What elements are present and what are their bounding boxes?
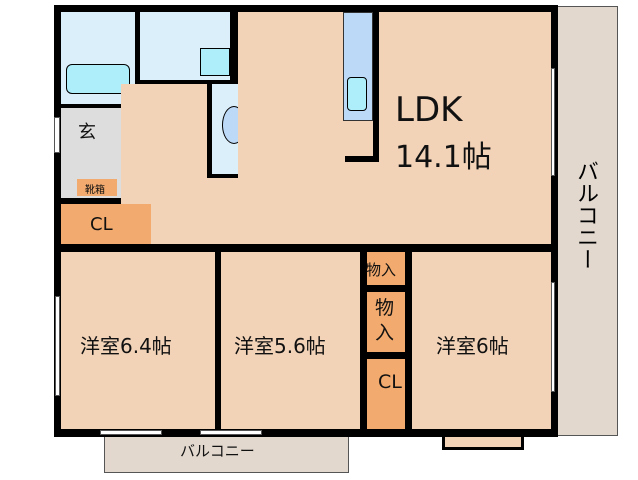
window-room6 xyxy=(551,282,555,392)
room-5-6-label: 洋室5.6帖 xyxy=(234,334,326,358)
balcony-right-label: バルコニー xyxy=(573,160,598,270)
storage-big-label: 物入 xyxy=(375,297,395,344)
storage-big xyxy=(367,292,405,352)
room-6 xyxy=(412,252,551,429)
window-room64-bottom xyxy=(100,430,162,435)
ldk-extension xyxy=(258,80,318,244)
bathtub xyxy=(66,64,130,94)
kitchen-wall-foot xyxy=(345,156,379,162)
ldk-label: LDK xyxy=(395,90,463,130)
room-6-4-label: 洋室6.4帖 xyxy=(80,334,172,358)
storage-small-label: 物入 xyxy=(366,261,397,279)
kitchen-wall xyxy=(373,12,379,162)
room-5-6 xyxy=(221,252,360,429)
washbasin xyxy=(200,48,230,76)
storage-small xyxy=(367,252,405,285)
room-6-4 xyxy=(61,252,215,429)
window-room56-bottom xyxy=(200,430,262,435)
closet-mid xyxy=(367,359,405,429)
balcony-bottom-label: バルコニー xyxy=(180,442,255,460)
balcony-bottom xyxy=(104,433,349,473)
closet-entry xyxy=(61,204,151,244)
entrance-label: 玄 xyxy=(78,122,96,143)
shoe-box-label: 靴箱 xyxy=(85,185,105,196)
closet-entry-label: CL xyxy=(90,214,113,235)
closet-mid-label: CL xyxy=(378,371,402,393)
door-entrance xyxy=(54,117,60,153)
window-room64-left xyxy=(55,296,60,396)
window-ldk xyxy=(551,68,555,176)
kitchen-sink xyxy=(347,77,367,111)
ldk-size: 14.1帖 xyxy=(395,140,492,175)
shoe-box xyxy=(77,179,117,196)
room-6-label: 洋室6帖 xyxy=(436,334,509,358)
